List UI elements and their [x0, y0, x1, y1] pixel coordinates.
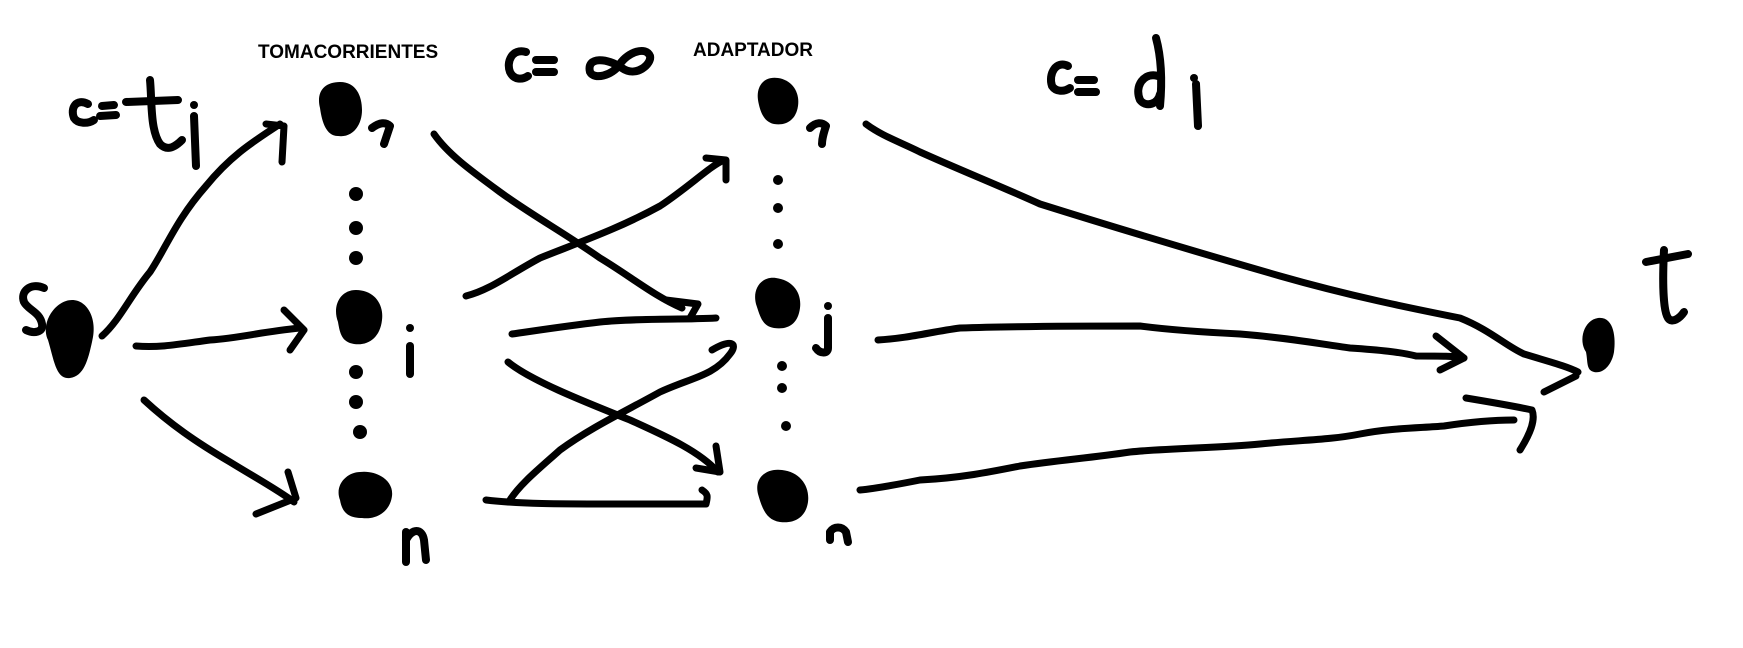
edge-left-1-to-right-j [430, 130, 702, 322]
left-node-1 [318, 82, 394, 148]
edge-s-to-left-i [132, 306, 308, 354]
sink-node [1582, 317, 1615, 373]
edge-left-i-to-right-n [504, 358, 724, 476]
edge-s-to-left-1 [98, 120, 288, 340]
edge-right-1-to-t [862, 120, 1582, 396]
column-label-tomacorrientes: TOMACORRIENTES [258, 42, 438, 63]
edge-right-j-to-t [874, 322, 1468, 374]
right-column-dots-upper [773, 175, 783, 249]
edge-left-i-to-right-1 [462, 154, 730, 300]
left-node-n [338, 471, 430, 566]
edge-left-n-to-right-j [506, 339, 737, 504]
left-column-dots-upper [349, 187, 363, 265]
capacity-label-sink-edges [1047, 34, 1202, 130]
right-node-n [757, 469, 852, 546]
source-label-s [19, 282, 48, 336]
right-node-1 [757, 77, 830, 148]
sink-label-t [1642, 246, 1692, 325]
capacity-label-middle-edges [504, 46, 655, 83]
left-column-dots-lower [349, 365, 367, 439]
edge-left-i-to-right-j [508, 314, 720, 338]
source-node [45, 300, 94, 379]
edge-s-to-left-n [140, 396, 300, 518]
right-column-dots-lower [777, 361, 791, 431]
edge-left-n-to-right-n [482, 486, 711, 508]
capacity-label-source-edges [68, 76, 200, 170]
right-node-j [755, 277, 832, 357]
left-node-i [336, 290, 414, 378]
edge-right-n-to-t [856, 394, 1537, 494]
column-label-adaptador: ADAPTADOR [693, 40, 813, 61]
